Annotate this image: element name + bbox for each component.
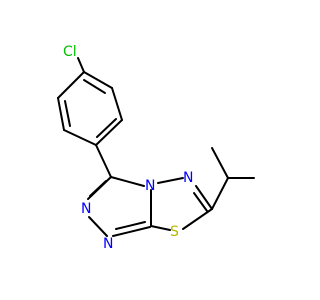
bond-benzene-4 xyxy=(111,87,123,121)
nitrogen-upper-left-label: N xyxy=(81,201,91,217)
bond-isopropyl-methyl-1 xyxy=(211,147,229,179)
bond-isopropyl-link xyxy=(211,177,229,210)
bond-benzene-2 xyxy=(83,71,113,89)
bond-triazole-n1-c7a xyxy=(112,226,151,237)
bonds xyxy=(57,57,255,237)
nitrogen-right-label: N xyxy=(183,170,193,186)
bond-benzene-6 xyxy=(95,119,123,146)
bond-thiadiazole-double xyxy=(193,192,208,212)
bond-thiadiazole-bridge-n xyxy=(157,177,184,184)
atom-labels: Cl N N N N S xyxy=(63,44,193,252)
nitrogen-lower-left-label: N xyxy=(103,236,113,252)
structure-diagram: Cl N N N N S xyxy=(57,44,255,252)
bond-benzene-double-1 xyxy=(83,79,106,94)
bond-thiadiazole-c-s xyxy=(182,208,213,230)
bond-thiadiazole-s-c7a xyxy=(150,225,171,231)
chlorine-label: Cl xyxy=(63,44,77,60)
sulfur-label: S xyxy=(170,224,179,240)
bond-benzene-double-3 xyxy=(96,118,117,138)
bond-triazole-c3-n-bridge xyxy=(110,176,145,187)
nitrogen-bridge-label: N xyxy=(145,178,155,194)
bond-cl-c1 xyxy=(77,57,85,73)
bond-triazole-double-1 xyxy=(89,180,107,197)
bond-benzene-5 xyxy=(63,129,97,146)
bond-benzene-3 xyxy=(57,97,65,131)
bond-triazole-double-2 xyxy=(115,221,146,230)
bond-benzene-double-2 xyxy=(64,100,71,127)
bond-thiadiazole-n-c xyxy=(195,185,213,210)
bond-benzene-1 xyxy=(57,71,85,99)
molecule-canvas: Cl N N N N S xyxy=(57,44,255,252)
bond-phenyl-triazole xyxy=(95,144,112,178)
bond-triazole-n2-n1 xyxy=(88,216,108,237)
